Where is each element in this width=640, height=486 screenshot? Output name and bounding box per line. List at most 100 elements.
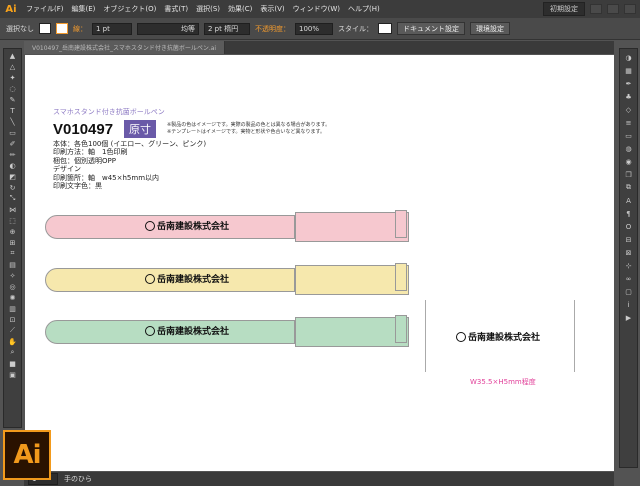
print-size-caption: W35.5×H5mm程度 — [470, 378, 536, 386]
navigator-panel-icon[interactable]: ▢ — [625, 287, 632, 296]
artboard-tool-icon[interactable]: ⊡ — [9, 315, 16, 324]
align-panel-icon[interactable]: ⊟ — [625, 235, 632, 244]
artboard: スマホスタンド付き抗菌ボールペン V010497 原寸 ※製品の色はイメージです… — [25, 55, 614, 471]
pen-cap — [295, 212, 409, 242]
rectangle-tool-icon[interactable]: ▭ — [9, 128, 16, 137]
stroke-swatch[interactable] — [56, 23, 68, 34]
paragraph-panel-icon[interactable]: ¶ — [626, 209, 631, 218]
mesh-tool-icon[interactable]: ⌗ — [10, 249, 15, 257]
blend-tool-icon[interactable]: ◎ — [9, 282, 16, 291]
product-code: V010497 — [53, 121, 114, 138]
symbol-sprayer-icon[interactable]: ✺ — [9, 293, 16, 302]
fill-swatch[interactable] — [39, 23, 51, 34]
color-panel-icon[interactable]: ◑ — [625, 53, 632, 62]
spec-item: 本体：各色100個 (イエロー、グリーン、ピンク) — [53, 140, 207, 148]
transparency-panel-icon[interactable]: ◍ — [625, 144, 632, 153]
links-panel-icon[interactable]: ∞ — [625, 274, 632, 283]
eyedropper-icon[interactable]: ✧ — [9, 271, 16, 280]
opentype-panel-icon[interactable]: O — [625, 222, 632, 231]
pen-tool-icon[interactable]: ✎ — [9, 95, 16, 104]
zoom-tool-icon[interactable]: ⌕ — [10, 348, 15, 356]
close-button[interactable] — [624, 4, 636, 14]
brushes-panel-icon[interactable]: ✒ — [625, 79, 632, 88]
product-subtitle: スマホスタンド付き抗菌ボールペン — [53, 108, 165, 116]
graph-tool-icon[interactable]: ▥ — [9, 304, 16, 313]
hand-tool-icon[interactable]: ✋ — [8, 337, 17, 346]
menu-type[interactable]: 書式(T) — [164, 5, 189, 13]
lasso-icon[interactable]: ◌ — [9, 84, 16, 93]
minimize-button[interactable] — [590, 4, 602, 14]
fill-stroke-icon[interactable]: ■ — [9, 359, 16, 368]
pen-barrel — [45, 268, 295, 292]
menu-effect[interactable]: 効果(C) — [228, 5, 253, 13]
company-mark-icon — [145, 220, 155, 231]
swatches-panel-icon[interactable]: ▦ — [625, 66, 632, 75]
direct-selection-tool-icon[interactable]: △ — [9, 62, 16, 71]
spec-item: 梱包：個別透明OPP — [53, 156, 116, 165]
pen-logo: 岳南建設株式会社 — [145, 324, 229, 337]
brush-select[interactable]: 2 pt 楕円 — [204, 22, 250, 35]
actions-panel-icon[interactable]: ▶ — [625, 313, 632, 322]
document-settings-button[interactable]: ドキュメント設定 — [397, 22, 465, 35]
menu-edit[interactable]: 編集(E) — [71, 5, 96, 13]
transform-panel-icon[interactable]: ⊹ — [625, 261, 632, 270]
pen-logo: 岳南建設株式会社 — [145, 272, 229, 285]
company-mark-icon — [456, 331, 466, 342]
gradient-tool-icon[interactable]: ▤ — [9, 260, 16, 269]
menu-help[interactable]: ヘルプ(H) — [348, 5, 380, 13]
opacity-field[interactable]: 100% — [295, 22, 333, 35]
info-panel-icon[interactable]: i — [627, 300, 630, 309]
symbols-panel-icon[interactable]: ♣ — [625, 92, 632, 101]
maximize-button[interactable] — [607, 4, 619, 14]
magic-wand-icon[interactable]: ✦ — [9, 73, 16, 82]
paintbrush-icon[interactable]: ✐ — [9, 139, 16, 148]
menu-object[interactable]: オブジェクト(O) — [103, 5, 157, 13]
graphic-styles-icon[interactable]: ◇ — [625, 105, 632, 114]
width-tool-icon[interactable]: ⋈ — [9, 205, 16, 214]
opacity-label: 不透明度： — [255, 24, 290, 33]
character-panel-icon[interactable]: A — [626, 196, 631, 205]
eraser-icon[interactable]: ◩ — [9, 172, 16, 181]
selection-tool-icon[interactable]: ▲ — [9, 51, 16, 60]
canvas-area[interactable]: スマホスタンド付き抗菌ボールペン V010497 原寸 ※製品の色はイメージです… — [24, 54, 614, 472]
line-tool-icon[interactable]: ╲ — [10, 117, 15, 126]
screen-mode-icon[interactable]: ▣ — [9, 370, 16, 379]
type-tool-icon[interactable]: T — [10, 106, 15, 115]
stroke-panel-icon[interactable]: ≡ — [625, 118, 632, 127]
spec-item: 印刷文字色：黒 — [53, 182, 102, 191]
pen-clip — [395, 263, 407, 291]
menu-select[interactable]: 選択(S) — [196, 5, 221, 13]
rotate-tool-icon[interactable]: ↻ — [9, 183, 16, 192]
appearance-panel-icon[interactable]: ◉ — [625, 157, 632, 166]
stroke-weight-field[interactable]: 1 pt — [92, 22, 132, 35]
document-tab[interactable]: V010497_岳南建設株式会社_スマホスタンド付き抗菌ボールペン.ai — [24, 41, 226, 54]
menu-view[interactable]: 表示(V) — [260, 5, 285, 13]
slice-tool-icon[interactable]: ⟋ — [10, 326, 15, 334]
workspace-switcher[interactable]: 初期設定 — [543, 2, 585, 16]
tools-panel: ▲ △ ✦ ◌ ✎ T ╲ ▭ ✐ ✏ ◐ ◩ ↻ ⤡ ⋈ ⬚ ⊕ ⊞ ⌗ ▤ … — [3, 48, 22, 428]
pen-barrel — [45, 215, 295, 239]
menu-window[interactable]: ウィンドウ(W) — [292, 5, 341, 13]
pen-barrel — [45, 320, 295, 344]
style-label: スタイル： — [338, 24, 373, 33]
actual-size-badge: 原寸 — [124, 120, 156, 138]
layers-panel-icon[interactable]: ❒ — [625, 170, 632, 179]
company-mark-icon — [145, 273, 155, 284]
spec-item: 印刷方法：軸 1色印刷 — [53, 148, 128, 157]
shape-builder-icon[interactable]: ⊕ — [9, 227, 16, 236]
gradient-panel-icon[interactable]: ▭ — [625, 131, 632, 140]
control-panel: 選択なし 線： 1 pt 均等 2 pt 楕円 不透明度： 100% スタイル：… — [0, 18, 640, 40]
menu-file[interactable]: ファイル(F) — [26, 5, 64, 13]
app-logo: Ai — [5, 3, 17, 15]
main-menu: ファイル(F) 編集(E) オブジェクト(O) 書式(T) 選択(S) 効果(C… — [26, 4, 380, 14]
perspective-grid-icon[interactable]: ⊞ — [9, 238, 16, 247]
artboards-panel-icon[interactable]: ⧉ — [626, 183, 631, 191]
pencil-icon[interactable]: ✏ — [9, 150, 16, 159]
free-transform-icon[interactable]: ⬚ — [9, 216, 16, 225]
preferences-button[interactable]: 環境設定 — [470, 22, 510, 35]
pathfinder-panel-icon[interactable]: ⊠ — [625, 248, 632, 257]
line-style-select[interactable]: 均等 — [137, 22, 199, 35]
blob-brush-icon[interactable]: ◐ — [9, 161, 16, 170]
style-swatch[interactable] — [378, 23, 392, 34]
scale-tool-icon[interactable]: ⤡ — [9, 194, 16, 202]
